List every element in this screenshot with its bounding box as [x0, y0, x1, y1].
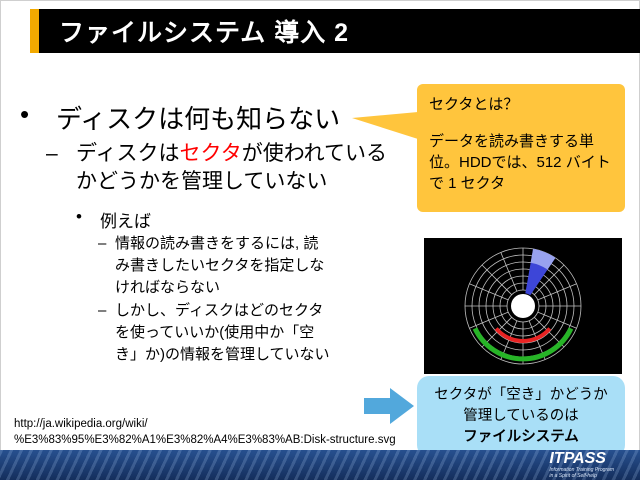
bullet-sub-text: ディスクはセクタが使われているかどうかを管理していない	[76, 140, 394, 195]
filesystem-note-box: セクタが「空き」かどうか管理しているのは ファイルシステム	[417, 376, 625, 458]
itpass-tagline-line2: in a Spirit of Self-help	[549, 473, 597, 480]
bullet-item-main: • ディスクは何も知らない	[20, 99, 340, 136]
disk-cluster-arc	[472, 327, 574, 362]
callout-title: セクタとは？	[429, 96, 519, 113]
bullet-item-sub: – ディスクはセクタが使われているかどうかを管理していない	[46, 140, 394, 195]
arrow-right-icon	[364, 388, 414, 424]
bullet-icon: •	[76, 207, 82, 226]
footer-bar: ITPASS Information Training Program in a…	[0, 450, 640, 480]
bullet-icon: •	[20, 99, 30, 129]
bullet-item-example: • 例えば	[76, 207, 151, 232]
disk-sector-wedge-outer	[530, 248, 556, 270]
disk-structure-image	[424, 238, 622, 374]
note-bold-line: ファイルシステム	[463, 429, 579, 446]
source-url-line1: http://ja.wikipedia.org/wiki/	[14, 418, 148, 430]
page-title: ファイルシステム 導入 2	[59, 19, 350, 47]
bullet-main-text: ディスクは何も知らない	[56, 104, 341, 134]
dash-icon: –	[46, 142, 58, 165]
callout-body: データを読み書きする単位。HDDでは、512 バイトで 1 セクタ	[429, 133, 611, 192]
list-item: – しかし、ディスクはどのセクタを使っていいか(使用中か「空き」か)の情報を管理…	[98, 300, 331, 365]
source-url-line2: %E3%83%95%E3%82%A1%E3%82%A4%E3%83%AB:Dis…	[14, 433, 396, 446]
example-label: 例えば	[100, 212, 151, 231]
list-item-text: 情報の読み書きをするには, 読み書きしたいセクタを指定しなければならない	[115, 235, 325, 296]
callout-pointer-icon	[352, 112, 418, 139]
sub-text-highlight: セクタ	[179, 142, 242, 165]
title-accent-stripe	[30, 9, 39, 53]
source-url: http://ja.wikipedia.org/wiki/ %E3%83%95%…	[14, 417, 396, 448]
sub-text-pre: ディスクは	[76, 142, 180, 165]
itpass-logo-text: ITPASS	[549, 450, 606, 467]
sub-text-post: が使われているかどうかを管理していない	[76, 142, 388, 193]
list-item-text: しかし、ディスクはどのセクタを使っていいか(使用中か「空き」か)の情報を管理して…	[115, 302, 330, 363]
dash-icon: –	[98, 302, 107, 319]
sector-callout-box: セクタとは？ データを読み書きする単位。HDDでは、512 バイトで 1 セクタ	[417, 84, 625, 212]
disk-track-arc	[494, 327, 552, 343]
dash-icon: –	[98, 235, 107, 252]
title-bar: ファイルシステム 導入 2	[30, 9, 640, 53]
disk-hub	[511, 294, 535, 318]
footer-stripes-decoration	[0, 450, 640, 480]
itpass-tagline-line1: Information Training Program	[549, 467, 614, 473]
itpass-logo: ITPASS Information Training Program in a…	[549, 451, 614, 480]
list-item: – 情報の読み書きをするには, 読み書きしたいセクタを指定しなければならない	[98, 233, 327, 298]
note-line: セクタが「空き」かどうか管理しているのは	[434, 387, 608, 425]
